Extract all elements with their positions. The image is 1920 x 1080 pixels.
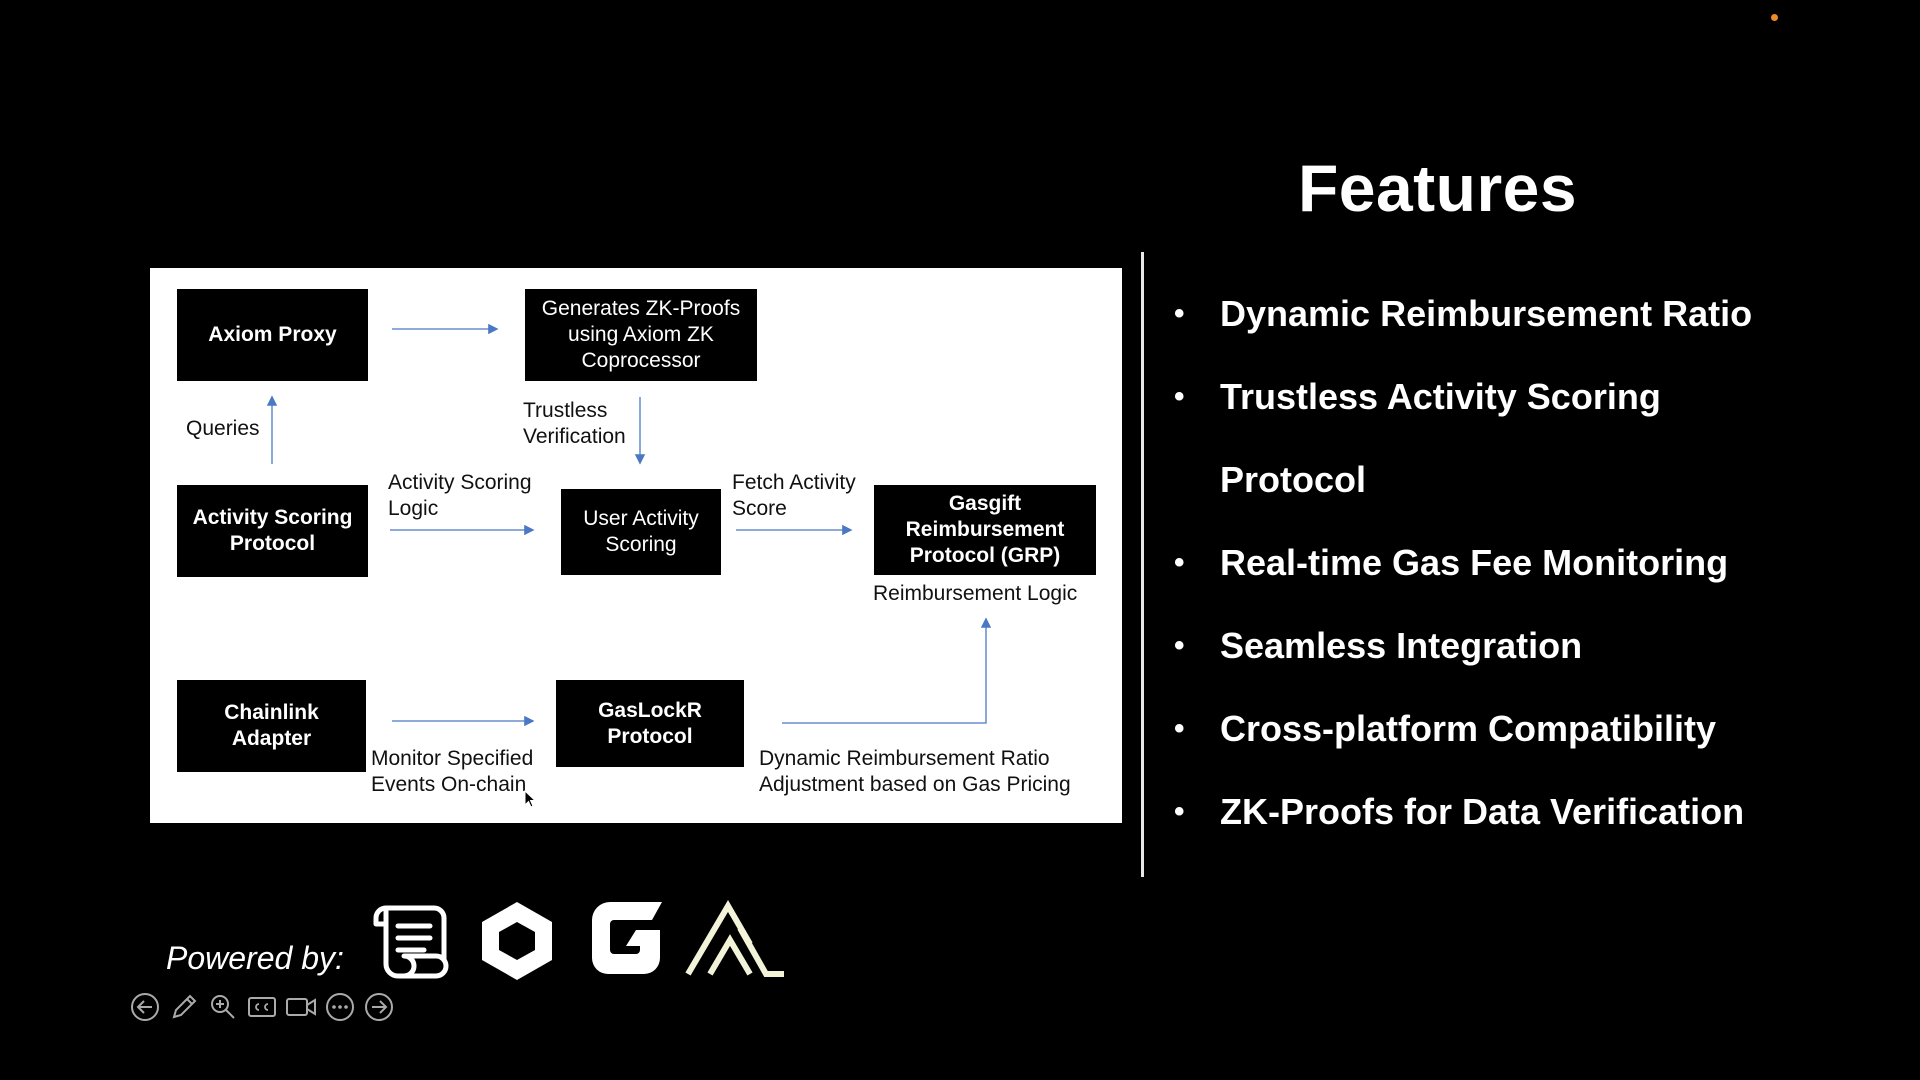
vertical-divider [1141,252,1144,877]
feature-item: •Trustless Activity Scoring Protocol [1170,355,1780,521]
powered-by-label: Powered by: [166,940,344,976]
bullet: • [1174,795,1185,828]
back-icon[interactable] [128,990,161,1023]
chainlink-hexagon-icon [482,902,552,980]
fetch-activity-score-label: Fetch Activity Score [732,471,856,520]
arrow-gaslockr-to-grp [782,617,992,724]
video-icon[interactable] [284,990,317,1023]
more-icon[interactable] [323,990,356,1023]
scroll-icon [373,905,449,979]
reimbursement-logic-label: Reimbursement Logic [873,582,1078,605]
activity-scoring-logic-label: Activity Scoring Logic [388,471,532,520]
mouse-cursor-icon [524,790,537,808]
grp-box: Gasgift Reimbursement Protocol (GRP) [874,485,1096,575]
g-logo-icon [592,902,662,974]
status-dot [1771,14,1778,21]
feature-item: •Cross-platform Compatibility [1170,687,1780,770]
bullet: • [1174,297,1185,330]
zk-proofs-box: Generates ZK-Proofs using Axiom ZK Copro… [525,289,757,381]
zoom-icon[interactable] [206,990,239,1023]
bullet: • [1174,629,1185,662]
bullet: • [1174,546,1185,579]
trustless-verification-label: Trustless Verification [523,399,626,448]
feature-item: •Seamless Integration [1170,604,1780,687]
feature-item: •ZK-Proofs for Data Verification [1170,770,1780,853]
feature-item: •Dynamic Reimbursement Ratio [1170,272,1780,355]
features-title: Features [1297,151,1578,225]
diagram-arrows [266,323,992,727]
user-activity-scoring-box: User Activity Scoring [561,489,721,575]
axiom-logo-icon [685,900,784,977]
bullet: • [1174,380,1185,413]
forward-icon[interactable] [362,990,395,1023]
axiom-proxy-box: Axiom Proxy [177,289,368,381]
presentation-controls [128,990,395,1023]
dynamic-ratio-label: Dynamic Reimbursement Ratio Adjustment b… [759,747,1071,796]
feature-item: •Real-time Gas Fee Monitoring [1170,521,1780,604]
bullet: • [1174,712,1185,745]
features-list: •Dynamic Reimbursement Ratio •Trustless … [1170,272,1890,853]
gaslockr-box: GasLockR Protocol [556,680,744,767]
architecture-diagram: Axiom Proxy Generates ZK-Proofs using Ax… [150,268,1122,823]
activity-scoring-protocol-box: Activity Scoring Protocol [177,485,368,577]
captions-icon[interactable] [245,990,278,1023]
chainlink-adapter-box: Chainlink Adapter [177,680,366,772]
queries-label: Queries [186,417,260,440]
pen-icon[interactable] [167,990,200,1023]
monitor-events-label: Monitor Specified Events On-chain [371,747,534,796]
